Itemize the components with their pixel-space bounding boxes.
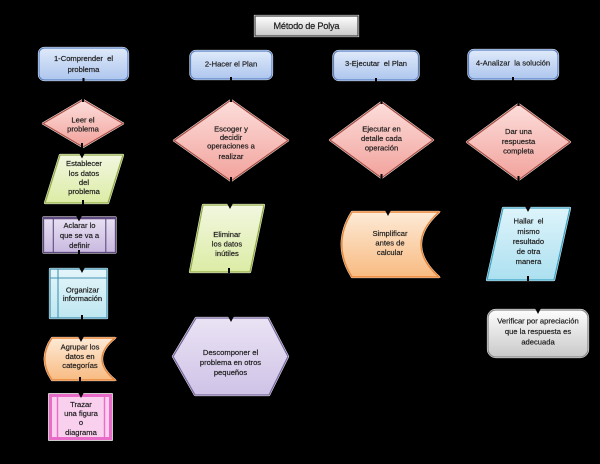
svg-text:Dar una: Dar una [505,127,533,136]
svg-text:del: del [79,178,89,187]
svg-text:completa: completa [503,146,535,155]
svg-text:problema: problema [68,65,100,74]
svg-text:Trazar: Trazar [70,400,92,409]
svg-text:inútiles: inútiles [215,249,239,258]
svg-text:Verificar por apreciación: Verificar por apreciación [497,317,578,326]
svg-text:una figura: una figura [64,409,99,418]
svg-text:operaciones a: operaciones a [207,142,255,151]
svg-text:realizar: realizar [219,152,244,161]
svg-text:1-Comprender el: 1-Comprender el [54,54,113,63]
svg-text:pequeños: pequeños [214,368,248,377]
svg-text:operación: operación [365,144,398,153]
svg-text:problema en otros: problema en otros [200,358,261,367]
svg-text:que se va a: que se va a [60,231,100,240]
svg-text:diagrama: diagrama [65,428,97,437]
svg-text:Agrupar los: Agrupar los [61,343,100,352]
svg-text:4-Analizar la solución: 4-Analizar la solución [476,59,550,68]
svg-text:detalle cada: detalle cada [361,134,403,143]
svg-text:manera: manera [516,257,543,266]
svg-text:Establecer: Establecer [66,159,102,168]
svg-text:Hallar el: Hallar el [514,217,544,226]
svg-text:Ejecutar en: Ejecutar en [362,125,400,134]
svg-text:2-Hacer el Plan: 2-Hacer el Plan [205,60,257,69]
svg-text:los datos: los datos [212,240,243,249]
svg-text:de otra: de otra [517,247,541,256]
svg-text:Descomponer el: Descomponer el [203,348,259,357]
svg-text:categorías: categorías [62,361,98,370]
svg-text:o: o [79,418,83,427]
svg-text:Aclarar lo: Aclarar lo [63,221,95,230]
svg-text:información: información [63,294,102,303]
svg-text:3-Ejecutar el Plan: 3-Ejecutar el Plan [345,59,407,68]
svg-text:resultado: resultado [513,237,544,246]
svg-text:calcular: calcular [377,248,404,257]
svg-text:que la respuesta es: que la respuesta es [505,327,571,336]
svg-text:los datos: los datos [69,169,100,178]
svg-text:Eliminar: Eliminar [213,230,241,239]
svg-text:Método de Polya: Método de Polya [274,21,341,31]
svg-text:Organizar: Organizar [66,286,100,295]
svg-text:definir: definir [69,241,90,250]
svg-text:Escoger y: Escoger y [214,125,248,134]
svg-text:mismo: mismo [517,227,539,236]
svg-text:problema: problema [67,125,99,134]
svg-text:problema: problema [68,187,100,196]
svg-text:antes de: antes de [375,239,404,248]
svg-text:datos en: datos en [65,352,94,361]
svg-text:Simplificar: Simplificar [372,229,407,238]
svg-text:decidir: decidir [220,133,243,142]
svg-text:adecuada: adecuada [521,338,555,347]
svg-text:respuesta: respuesta [502,137,536,146]
svg-text:Leer el: Leer el [71,115,95,124]
